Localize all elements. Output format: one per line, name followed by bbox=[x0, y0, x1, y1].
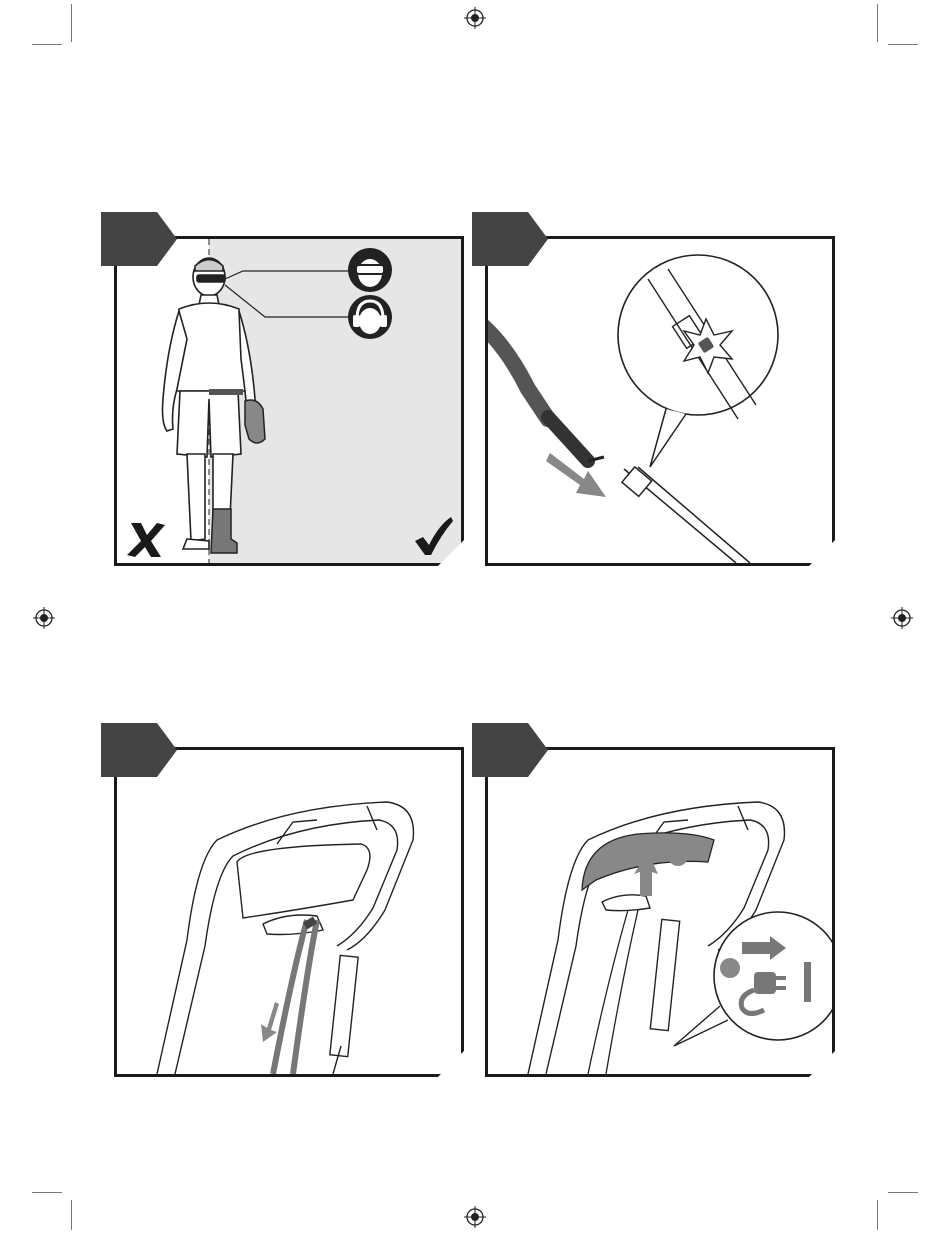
crop-mark bbox=[71, 4, 72, 42]
step-4-panel bbox=[485, 747, 835, 1077]
registration-mark-icon bbox=[464, 7, 486, 29]
ear-protection-icon bbox=[348, 295, 392, 339]
crop-mark bbox=[877, 4, 878, 42]
step-2-panel bbox=[485, 236, 835, 566]
crop-mark bbox=[71, 1200, 72, 1230]
registration-mark-icon bbox=[33, 607, 55, 629]
crop-mark bbox=[888, 44, 918, 45]
glove-icon bbox=[245, 400, 265, 443]
crop-mark bbox=[888, 1192, 918, 1193]
step-1-number bbox=[101, 212, 161, 266]
crop-mark bbox=[32, 1192, 62, 1193]
callout-dot bbox=[668, 846, 688, 866]
step-4-number bbox=[472, 723, 532, 777]
extension-cable bbox=[488, 327, 548, 419]
step-2-illustration bbox=[488, 239, 832, 563]
callout-dot bbox=[720, 958, 740, 978]
step-4-illustration bbox=[488, 750, 832, 1074]
down-arrow-icon bbox=[261, 1002, 279, 1042]
step-3-number bbox=[101, 723, 161, 777]
crop-mark bbox=[877, 1200, 878, 1230]
safety-goggles-icon bbox=[348, 248, 392, 292]
step-3-panel bbox=[114, 747, 464, 1077]
mower-handle bbox=[157, 802, 413, 1074]
start-lever bbox=[602, 895, 650, 911]
step-3-illustration bbox=[117, 750, 461, 1074]
cross-mark-icon bbox=[127, 523, 165, 557]
step-1-illustration bbox=[117, 239, 461, 563]
registration-mark-icon bbox=[464, 1206, 486, 1228]
crop-mark bbox=[32, 44, 62, 45]
step-2-number bbox=[472, 212, 532, 266]
registration-mark-icon bbox=[891, 607, 913, 629]
step-1-panel bbox=[114, 236, 464, 566]
